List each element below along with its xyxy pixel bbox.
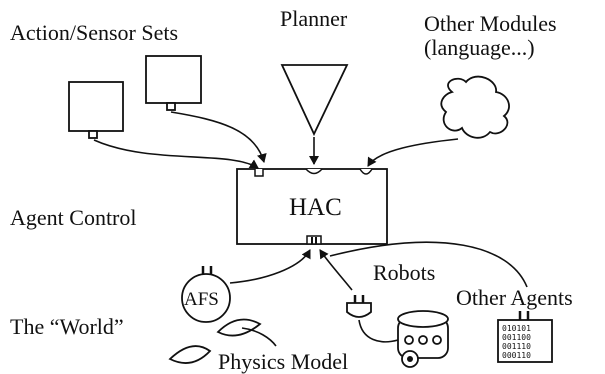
arrow-sensor-left-to-hac: [93, 139, 259, 169]
other-agents-bits-row-4: 000110: [502, 351, 531, 360]
hac-label: HAC: [289, 194, 342, 221]
afs-label: AFS: [184, 289, 219, 310]
physics-model-label: Physics Model: [218, 349, 348, 374]
afs-node: [181, 266, 231, 323]
line-physics-model: [241, 327, 277, 347]
arrow-sensor-right-to-hac: [170, 111, 267, 163]
other-agents-bits-row-2: 001100: [502, 333, 531, 342]
other-modules-blob-icon: [440, 75, 510, 139]
action-sensor-sets-label: Action/Sensor Sets: [10, 20, 178, 45]
other-agents-label: Other Agents: [456, 285, 573, 310]
the-world-label: The “World”: [10, 314, 124, 339]
arrow-robots-to-hac: [319, 249, 353, 291]
robot-icon: [346, 295, 449, 368]
arrow-modules-to-hac: [367, 138, 459, 167]
other-modules-label-line2: (language...): [424, 35, 535, 60]
arrow-afs-to-hac: [229, 249, 311, 284]
physics-leaf-upper-icon: [216, 318, 262, 337]
robots-label: Robots: [373, 260, 435, 285]
sensor-box-left: [68, 81, 124, 139]
hac-box: [236, 168, 388, 245]
other-agents-bits-row-1: 010101: [502, 324, 531, 333]
other-agents-bits-row-3: 001110: [502, 342, 531, 351]
other-agents-chip-icon: 010101 001100 001110 000110: [497, 311, 553, 363]
sensor-box-right: [145, 55, 202, 111]
agent-control-label: Agent Control: [10, 205, 137, 230]
physics-leaf-lower-icon: [168, 345, 212, 364]
planner-triangle-icon: [280, 64, 349, 137]
planner-label: Planner: [280, 6, 348, 31]
other-modules-label-line1: Other Modules: [424, 11, 557, 36]
line-other-agents-to-hac: [329, 241, 528, 288]
